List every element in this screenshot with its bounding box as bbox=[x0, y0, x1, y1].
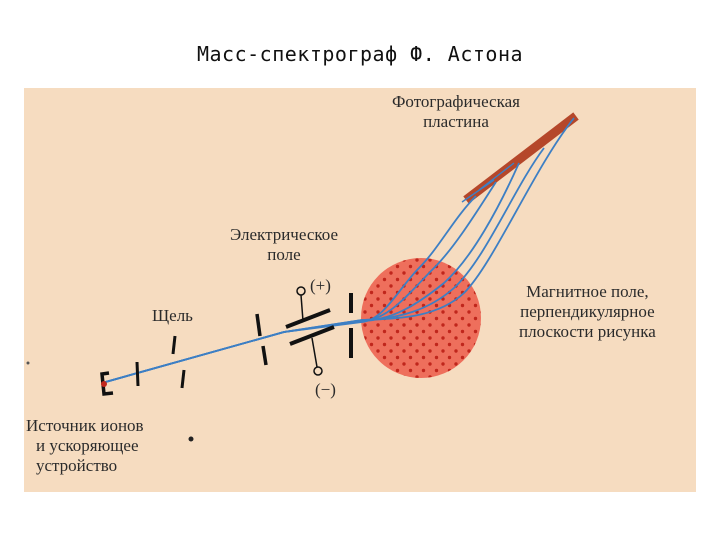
slit-2-bottom bbox=[180, 369, 186, 389]
capacitor-plate-negative bbox=[289, 325, 335, 346]
diagram-panel: Фотографическая пластина Электрическое п… bbox=[24, 88, 696, 492]
stray-dot bbox=[188, 436, 194, 442]
page-title: Масс-спектрограф Ф. Астона bbox=[196, 42, 524, 66]
negative-sign: (−) bbox=[315, 380, 336, 399]
positive-lead bbox=[300, 294, 304, 322]
capacitor-plate-positive bbox=[285, 308, 331, 329]
photo-plate-label: Фотографическая пластина bbox=[392, 92, 520, 131]
slit-3-top bbox=[255, 313, 262, 337]
positive-sign: (+) bbox=[310, 276, 331, 295]
positive-terminal bbox=[296, 286, 306, 296]
ion-trajectory bbox=[101, 117, 575, 384]
slit-label: Щель bbox=[152, 306, 193, 325]
ion-beams bbox=[101, 117, 575, 384]
mass-spectrograph-diagram bbox=[26, 112, 579, 442]
electric-field-label: Электрическое поле bbox=[230, 225, 339, 264]
slit-2-top bbox=[171, 335, 177, 355]
ion-trajectory bbox=[101, 147, 545, 384]
ion-source-label: Источник ионов и ускоряющее устройство bbox=[26, 416, 144, 475]
negative-lead bbox=[311, 337, 318, 368]
ion-trajectory bbox=[461, 162, 515, 203]
stray-dot bbox=[26, 361, 30, 365]
ion-source-point bbox=[101, 381, 107, 387]
slit-3-bottom bbox=[261, 345, 268, 366]
slit-1 bbox=[135, 361, 140, 387]
negative-terminal bbox=[313, 366, 323, 376]
magnetic-field-label: Магнитное поле, перпендикулярное плоскос… bbox=[519, 282, 656, 341]
